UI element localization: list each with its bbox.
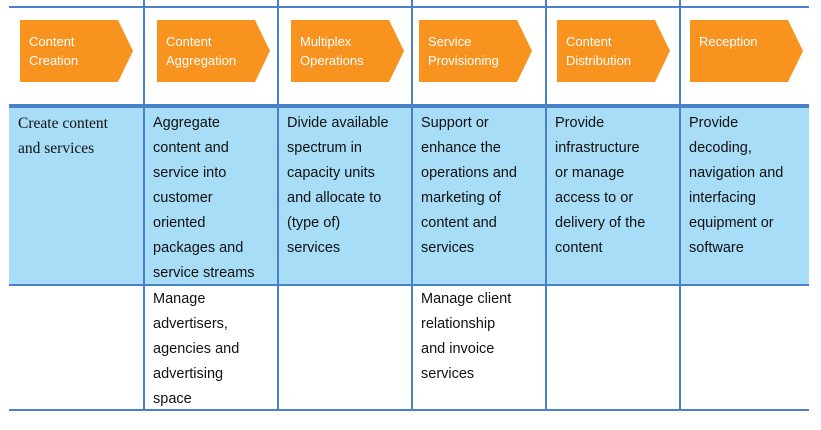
cell-line: content and bbox=[421, 215, 497, 231]
cell-line: equipment or bbox=[689, 215, 774, 231]
stage-label-line: Aggregation bbox=[166, 53, 237, 68]
cell-line: software bbox=[689, 240, 744, 256]
cell-line: service streams bbox=[153, 265, 255, 281]
cell-line: interfacing bbox=[689, 190, 756, 206]
column-divider bbox=[143, 0, 145, 410]
cell-line: content bbox=[555, 240, 603, 256]
chevron-arrow-icon bbox=[419, 20, 532, 82]
cell-line: delivery of the bbox=[555, 215, 646, 231]
stage-label-line: Provisioning bbox=[428, 53, 499, 68]
cell-line: infrastructure bbox=[555, 140, 640, 156]
cell-line: Create content bbox=[18, 115, 108, 132]
cell-line: space bbox=[153, 391, 192, 407]
cell-line: oriented bbox=[153, 215, 206, 231]
chevron-arrow-icon bbox=[291, 20, 404, 82]
cell-line: service into bbox=[153, 165, 227, 181]
table-top-border bbox=[9, 6, 809, 8]
cell-line: content and bbox=[153, 140, 229, 156]
cell-line: services bbox=[421, 240, 475, 256]
cell-service-provisioning-secondary: Manage client relationship and invoice s… bbox=[421, 287, 511, 387]
cell-line: and allocate to bbox=[287, 190, 382, 206]
cell-line: navigation and bbox=[689, 165, 784, 181]
stage-label-line: Content bbox=[166, 34, 212, 49]
cell-content-aggregation-primary: Aggregate content and service into custo… bbox=[153, 111, 255, 286]
stage-arrow-reception: Reception bbox=[690, 20, 803, 82]
stage-label-line: Multiplex bbox=[300, 34, 352, 49]
header-separator bbox=[9, 104, 809, 108]
cell-line: access to or bbox=[555, 190, 634, 206]
chevron-arrow-icon bbox=[20, 20, 133, 82]
cell-content-aggregation-secondary: Manage advertisers, agencies and adverti… bbox=[153, 287, 239, 412]
chevron-arrow-icon bbox=[157, 20, 270, 82]
chevron-arrow-icon bbox=[557, 20, 670, 82]
cell-line: services bbox=[287, 240, 341, 256]
cell-line: Divide available bbox=[287, 115, 389, 131]
cell-line: Manage client bbox=[421, 291, 512, 307]
stage-label-line: Distribution bbox=[566, 53, 632, 68]
cell-line: Manage bbox=[153, 291, 206, 307]
cell-line: customer bbox=[153, 190, 213, 206]
cell-reception-primary: Provide decoding, navigation and interfa… bbox=[689, 111, 783, 261]
column-divider bbox=[679, 0, 681, 410]
column-divider bbox=[411, 0, 413, 410]
column-divider bbox=[545, 0, 547, 410]
cell-line: Provide bbox=[689, 115, 739, 131]
cell-content-creation-primary: Create content and services bbox=[18, 111, 108, 161]
cell-line: spectrum in bbox=[287, 140, 362, 156]
column-divider bbox=[277, 0, 279, 410]
table-bottom-border bbox=[9, 409, 809, 411]
cell-line: relationship bbox=[421, 316, 496, 332]
cell-line: (type of) bbox=[287, 215, 341, 231]
cell-line: or manage bbox=[555, 165, 625, 181]
cell-line: packages and bbox=[153, 240, 244, 256]
stage-label-line: Operations bbox=[300, 53, 364, 68]
cell-line: agencies and bbox=[153, 341, 240, 357]
cell-content-distribution-primary: Provide infrastructure or manage access … bbox=[555, 111, 645, 261]
cell-line: advertising bbox=[153, 366, 224, 382]
cell-multiplex-operations-primary: Divide available spectrum in capacity un… bbox=[287, 111, 389, 261]
cell-line: advertisers, bbox=[153, 316, 228, 332]
cell-line: capacity units bbox=[287, 165, 375, 181]
stage-label-line: Content bbox=[566, 34, 612, 49]
cell-line: enhance the bbox=[421, 140, 501, 156]
stage-label-line: Content bbox=[29, 34, 75, 49]
cell-line: and invoice bbox=[421, 341, 495, 357]
cell-service-provisioning-primary: Support or enhance the operations and ma… bbox=[421, 111, 517, 261]
primary-activities-row bbox=[9, 108, 809, 284]
cell-line: marketing of bbox=[421, 190, 501, 206]
cell-line: services bbox=[421, 366, 475, 382]
cell-line: Provide bbox=[555, 115, 605, 131]
stage-label-line: Reception bbox=[699, 34, 758, 49]
cell-line: Support or bbox=[421, 115, 489, 131]
cell-line: Aggregate bbox=[153, 115, 220, 131]
cell-line: operations and bbox=[421, 165, 517, 181]
cell-line: decoding, bbox=[689, 140, 752, 156]
chevron-arrow-icon bbox=[690, 20, 803, 82]
stage-label-line: Creation bbox=[29, 53, 79, 68]
row-separator bbox=[9, 284, 809, 286]
stage-label-line: Service bbox=[428, 34, 472, 49]
cell-line: and services bbox=[18, 140, 95, 157]
